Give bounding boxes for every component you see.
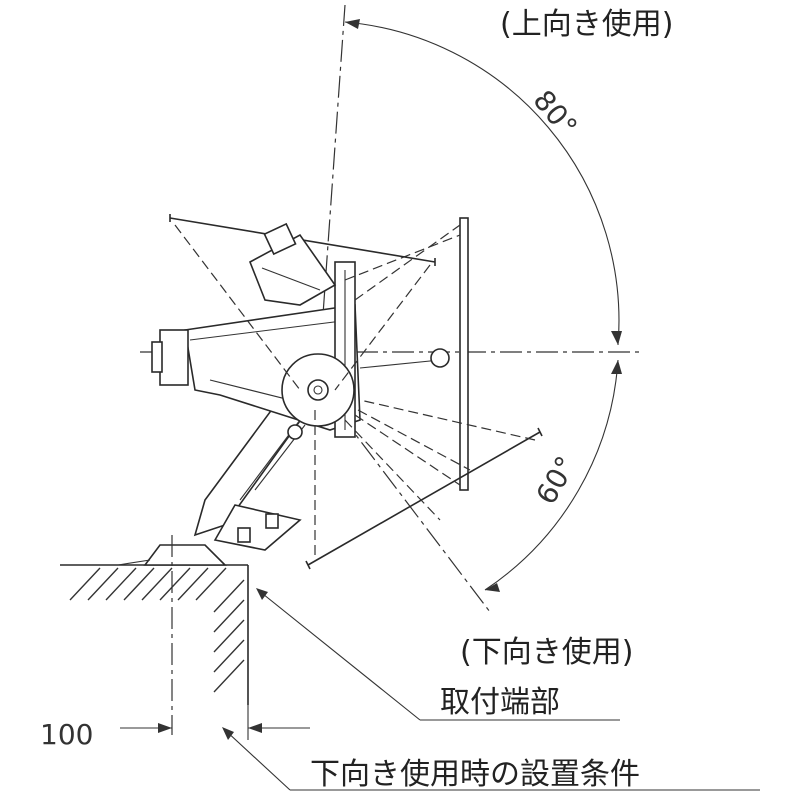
lamp-body-horizontal — [151, 261, 450, 438]
surface-hatching — [69, 567, 245, 693]
angle-60-dimension — [484, 359, 622, 592]
label-clearance-100: 100 — [40, 718, 93, 751]
leader-installation-condition — [222, 727, 760, 791]
label-downward-installation-condition: 下向き使用時の設置条件 — [310, 757, 640, 792]
lamp-upward-position — [169, 214, 436, 391]
label-mounting-end: 取付端部 — [440, 685, 560, 720]
leader-mounting-end — [256, 588, 620, 721]
mounting-surface — [60, 564, 249, 705]
clearance-dimension — [120, 705, 310, 740]
lamp-downward-position — [305, 399, 543, 570]
label-upward-use: (上向き使用) — [500, 7, 673, 42]
angle-80-dimension — [344, 19, 622, 346]
mounting-arm — [193, 383, 317, 551]
label-60-degrees: 60° — [529, 451, 582, 510]
reflector-horizontal — [344, 217, 469, 491]
label-80-degrees: 80° — [527, 84, 584, 143]
label-downward-use: (下向き使用) — [460, 635, 633, 670]
base-plate — [117, 544, 227, 566]
